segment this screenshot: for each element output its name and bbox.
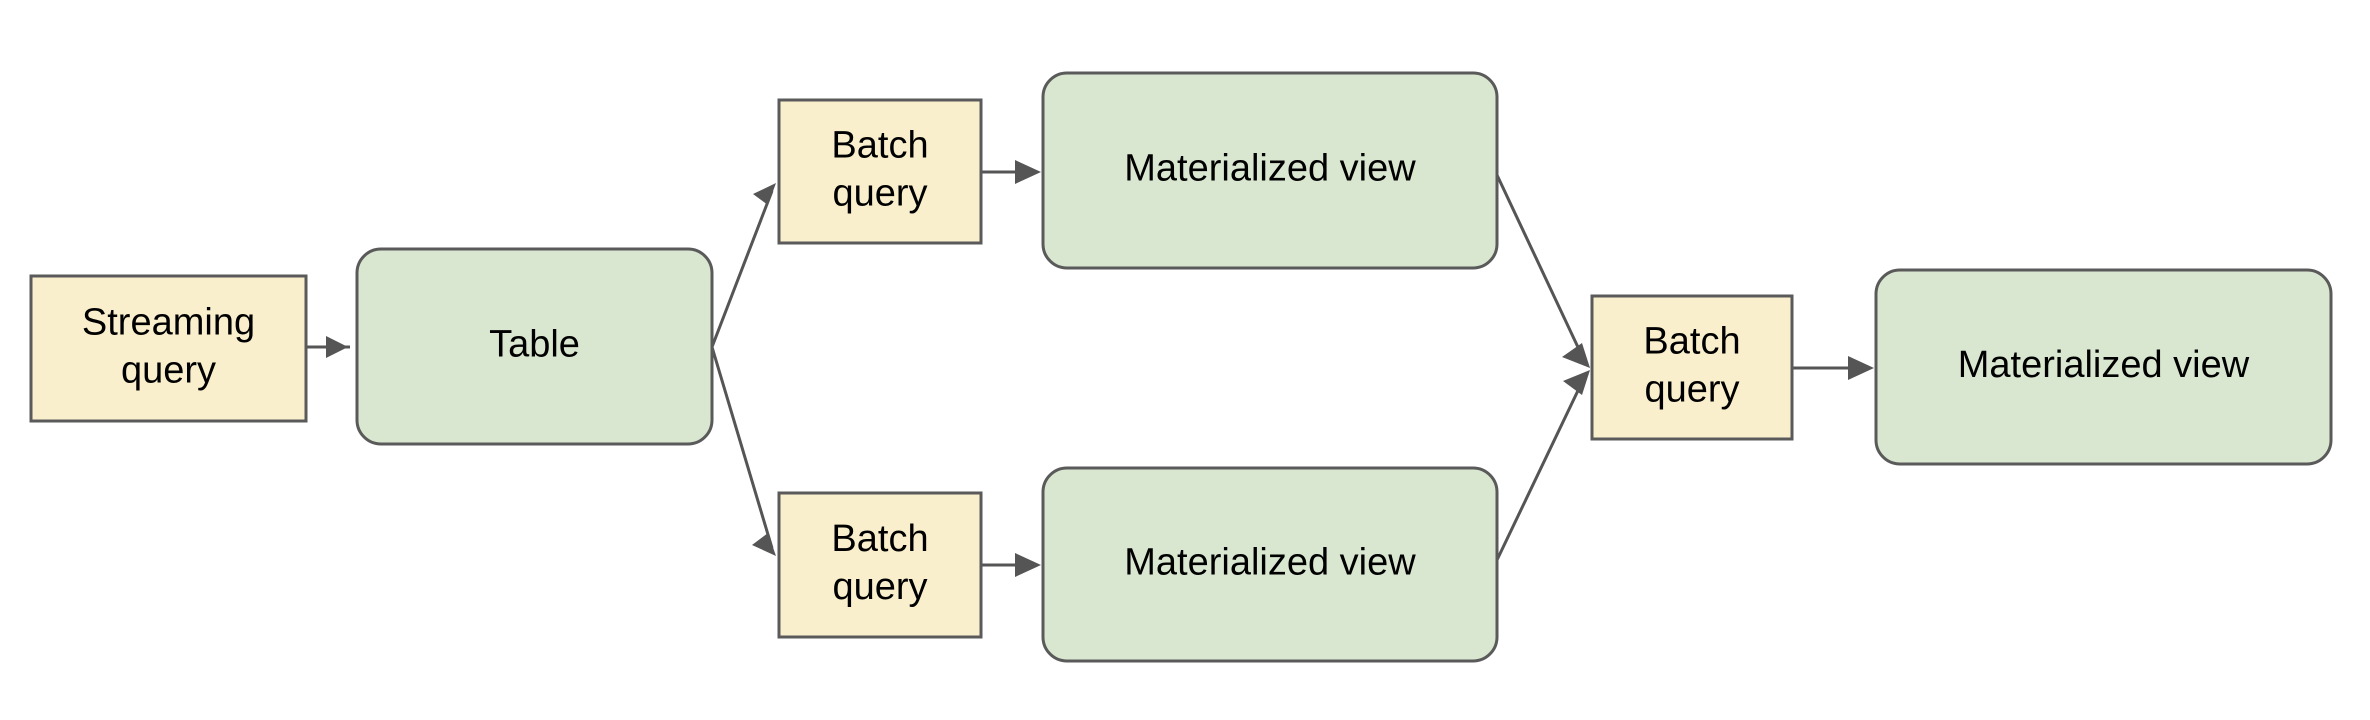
node-label-line1: Materialized view <box>1124 542 1416 584</box>
node-batch-query-bottom[interactable]: Batch query <box>777 491 983 639</box>
edge-join-to-view-final <box>1792 356 1874 380</box>
edge-line <box>710 346 774 549</box>
arrowhead-icon <box>1015 160 1041 184</box>
node-table[interactable]: Table <box>355 247 714 446</box>
edge-line <box>1495 377 1586 561</box>
node-materialized-view-top[interactable]: Materialized view <box>1041 71 1499 270</box>
node-label-line2: query <box>121 350 216 392</box>
arrowhead-icon <box>752 533 776 556</box>
node-label-line2: query <box>832 173 927 215</box>
node-label-line1: Streaming <box>82 302 255 344</box>
node-shape[interactable] <box>777 491 983 639</box>
arrowhead-icon <box>1848 356 1874 380</box>
node-label-line1: Table <box>489 324 580 366</box>
edge-batch-bottom-to-view-bottom <box>981 553 1041 577</box>
node-materialized-view-final[interactable]: Materialized view <box>1874 268 2333 466</box>
node-shape[interactable] <box>1590 294 1794 441</box>
edge-line <box>1495 174 1586 361</box>
node-streaming-query[interactable]: Streaming query <box>29 274 308 423</box>
arrowhead-icon <box>1562 343 1590 368</box>
node-shape[interactable] <box>355 247 714 446</box>
node-label-line1: Batch <box>1643 321 1740 363</box>
node-batch-query-top[interactable]: Batch query <box>777 98 983 245</box>
node-label-line2: query <box>832 566 927 608</box>
edge-table-to-batch-bottom <box>710 346 776 556</box>
node-shape[interactable] <box>1874 268 2333 466</box>
edge-line <box>710 190 774 348</box>
edge-table-to-batch-top <box>710 183 776 348</box>
arrowhead-icon <box>1563 370 1590 395</box>
node-shape[interactable] <box>1041 466 1499 663</box>
arrowhead-icon <box>1015 553 1041 577</box>
arrowhead-icon <box>326 336 348 358</box>
edge-layer <box>306 160 1874 577</box>
edge-batch-top-to-view-top <box>981 160 1041 184</box>
node-label-line1: Materialized view <box>1958 344 2250 386</box>
node-materialized-view-bottom[interactable]: Materialized view <box>1041 466 1499 663</box>
node-batch-query-join[interactable]: Batch query <box>1590 294 1794 441</box>
node-label-line2: query <box>1644 369 1739 411</box>
node-label-line1: Batch <box>831 125 928 167</box>
node-label-line1: Materialized view <box>1124 148 1416 190</box>
edge-streaming-to-table <box>306 336 350 358</box>
edge-view-top-to-join <box>1495 174 1590 368</box>
node-shape[interactable] <box>777 98 983 245</box>
arrowhead-icon <box>753 183 776 205</box>
node-shape[interactable] <box>1041 71 1499 270</box>
node-layer: Streaming query Table Batch query Materi… <box>29 71 2333 663</box>
node-label-line1: Batch <box>831 518 928 560</box>
edge-view-bottom-to-join <box>1495 370 1590 561</box>
node-shape[interactable] <box>29 274 308 423</box>
